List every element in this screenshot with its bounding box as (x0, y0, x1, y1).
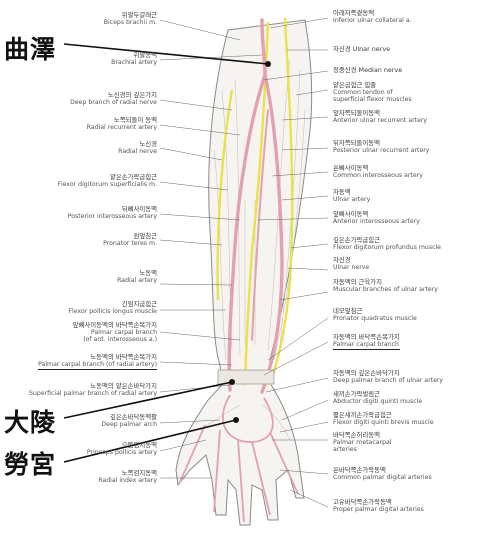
acupoint-quze: 曲澤 (4, 30, 56, 66)
acupoint-daling: 大陵 (4, 403, 56, 439)
acupoint-laogong: 勞宮 (4, 445, 56, 481)
label-ulnar-nerve-upper: 자신경 Ulnar nerve (333, 46, 390, 53)
label-median-nerve: 정중신경 Median nerve (333, 67, 402, 74)
flexor-retinaculum (218, 370, 274, 384)
